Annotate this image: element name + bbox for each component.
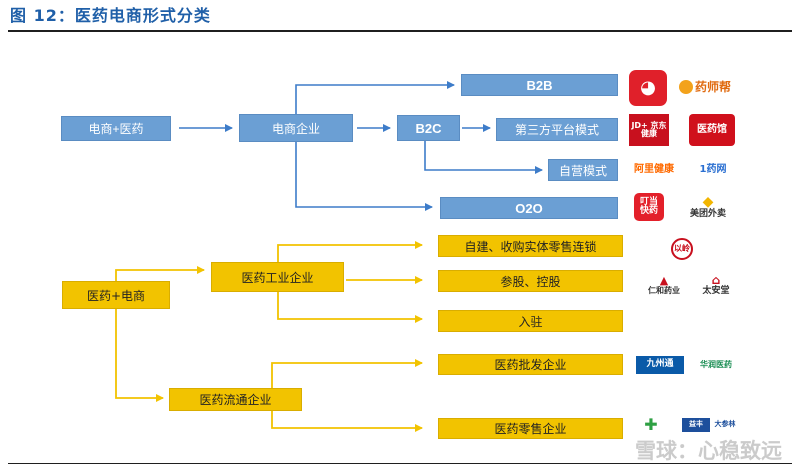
ali-health-logo: 阿里健康 <box>634 163 674 175</box>
node-self-operated: 自营模式 <box>548 159 618 181</box>
node-entry: 入驻 <box>438 310 623 332</box>
node-stake: 参股、控股 <box>438 270 623 292</box>
node-pharma-circulation: 医药流通企业 <box>169 388 302 411</box>
node-ecommerce-pharma: 电商+医药 <box>61 116 171 141</box>
dashenlin-logo: 大参林 <box>714 420 736 429</box>
watermark: 雪球：心稳致远 <box>635 439 782 463</box>
node-third-party: 第三方平台模式 <box>496 118 618 141</box>
arrow-to-wholesale <box>271 359 423 388</box>
meituan-logo: ◆美团外卖 <box>689 193 726 219</box>
node-wholesale: 医药批发企业 <box>438 354 623 375</box>
laobaixing-cross-icon: ✚ <box>644 414 658 434</box>
figure-title: 图 12：医药电商形式分类 <box>10 6 211 25</box>
arrow-to-industrial <box>115 266 205 281</box>
tmall-pharmacy-logo: 医药馆 <box>689 114 735 146</box>
node-b2c: B2C <box>397 115 460 141</box>
arrow-to-retail <box>271 410 423 432</box>
node-pharma-ecommerce: 医药+电商 <box>62 281 170 309</box>
taiantang-mark-icon: ⌂ <box>711 272 721 287</box>
arrow-to-o2o <box>295 142 433 211</box>
arrow-to-b2b <box>295 81 455 114</box>
node-retail: 医药零售企业 <box>438 418 623 439</box>
node-pharma-industrial: 医药工业企业 <box>211 262 344 292</box>
top-rule <box>8 30 792 32</box>
arrow-to-self-operated <box>424 141 543 174</box>
renhe-mark-icon: ▲ <box>659 274 669 288</box>
node-o2o: O2O <box>440 197 618 219</box>
jiuzhoutong-logo: 九州通 <box>636 356 684 374</box>
arrow-to-circulation <box>115 309 164 402</box>
cr-pharma-logo: 华润医药 <box>700 359 732 369</box>
kangaroo-icon: ◆ <box>702 193 714 210</box>
yaowang-logo: 1药网 <box>699 163 727 175</box>
node-ecommerce-enterprise: 电商企业 <box>239 114 353 142</box>
jd-dog-logo-icon: ◕ <box>629 70 667 106</box>
bottom-rule <box>8 463 792 464</box>
yaoshibang-logo: 药师帮 <box>676 75 734 99</box>
yifeng-logo: 益丰 <box>682 418 710 432</box>
node-self-build: 自建、收购实体零售连锁 <box>438 235 623 257</box>
jd-health-logo: JD+ 京东健康 <box>629 114 669 146</box>
renhe-logo: ▲仁和药业 <box>648 274 680 295</box>
dingdang-logo: 叮当 快药 <box>634 193 664 221</box>
node-b2b: B2B <box>461 74 618 96</box>
yiling-logo: 以岭 <box>671 238 693 260</box>
arrow-to-entry <box>277 292 423 323</box>
arrow-to-self-build <box>277 241 423 262</box>
taiantang-logo: ⌂太安堂 <box>702 272 730 296</box>
